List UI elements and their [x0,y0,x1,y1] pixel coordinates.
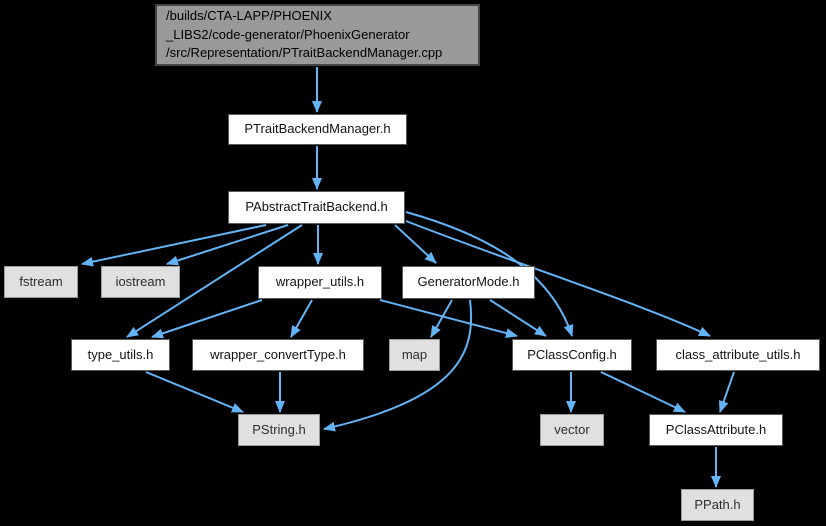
node-label: iostream [115,273,166,289]
edge-wrapper-utils-h-to-wrapper-converttype-h [290,299,313,338]
node-pclassconfig-h[interactable]: PClassConfig.h [512,339,632,371]
node-label: wrapper_convertType.h [210,346,346,362]
edge-pclassconfig-h-to-pclassattribute-h [600,371,686,413]
node-label: vector [554,421,590,437]
node-fstream: fstream [4,266,78,298]
node-root-cpp-line-2: /src/Representation/PTraitBackendManager… [166,45,443,61]
node-ppath-h: PPath.h [681,489,754,521]
node-generatormode-h[interactable]: GeneratorMode.h [402,266,535,299]
node-label: PClassConfig.h [527,346,617,362]
node-label: PClassAttribute.h [665,421,767,437]
edge-generatormode-h-to-pclassconfig-h [489,299,547,337]
edge-class-attribute-utils-h-to-pclassattribute-h [718,371,735,413]
node-root-cpp: /builds/CTA-LAPP/PHOENIX _LIBS2/code-gene… [155,4,480,66]
node-label: fstream [19,273,63,289]
edge-generatormode-h-to-map [430,299,453,338]
node-map: map [389,339,440,371]
edge-pabstracttraitbackend-h-to-type-utils-h [126,224,303,338]
edge-generatormode-h-to-pstring-h [323,299,473,432]
node-label: type_utils.h [87,346,154,362]
node-pstring-h: PString.h [238,414,320,446]
node-label: class_attribute_utils.h [675,346,801,362]
node-label: map [401,346,428,362]
node-label: wrapper_utils.h [275,274,365,290]
edge-pabstracttraitbackend-h-to-generatormode-h [394,224,437,264]
node-label: PString.h [252,421,306,437]
node-class-attribute-utils-h[interactable]: class_attribute_utils.h [656,339,820,371]
edge-pabstracttraitbackend-h-to-fstream [81,224,267,267]
edge-wrapper-utils-h-to-type-utils-h [151,299,263,339]
node-label: PTraitBackendManager.h [244,121,391,137]
node-pabstracttraitbackend-h[interactable]: PAbstractTraitBackend.h [228,191,405,224]
node-wrapper-utils-h[interactable]: wrapper_utils.h [258,266,382,299]
node-type-utils-h[interactable]: type_utils.h [71,339,170,371]
node-root-cpp-line-0: /builds/CTA-LAPP/PHOENIX [166,7,332,23]
edge-type-utils-h-to-pstring-h [145,371,244,413]
node-pclassattribute-h[interactable]: PClassAttribute.h [649,414,783,446]
edge-wrapper-utils-h-to-pclassconfig-h [379,299,518,339]
node-label: PAbstractTraitBackend.h [245,199,388,215]
node-wrapper-converttype-h[interactable]: wrapper_convertType.h [192,339,364,371]
node-vector: vector [540,414,604,446]
node-root-cpp-line-1: _LIBS2/code-generator/PhoenixGenerator [166,26,410,42]
node-label: GeneratorMode.h [417,274,520,290]
edge-pabstracttraitbackend-h-to-pclassconfig-h [405,211,574,337]
node-label: PPath.h [694,496,741,512]
node-iostream: iostream [101,266,180,298]
edge-pabstracttraitbackend-h-to-iostream [166,224,289,266]
node-ptraitbackendmanager-h[interactable]: PTraitBackendManager.h [228,114,407,145]
edge-pabstracttraitbackend-h-to-class-attribute-utils-h [405,220,711,337]
